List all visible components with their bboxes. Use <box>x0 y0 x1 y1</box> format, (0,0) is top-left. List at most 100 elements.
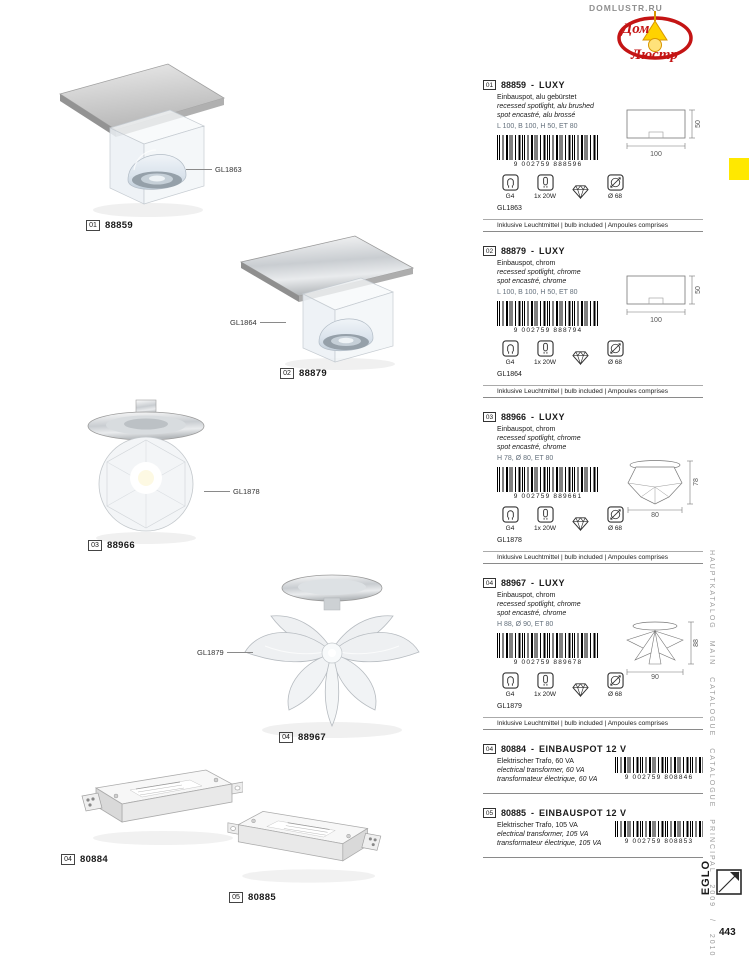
wattage-spec: 1x 20W <box>532 672 558 698</box>
photo-tag-index: 02 <box>280 368 294 379</box>
drawing-height-label: 50 <box>695 120 702 128</box>
product-sku: 88859 <box>501 80 527 90</box>
crystal-spec <box>567 349 593 366</box>
cutout-label: Ø 68 <box>607 525 623 532</box>
desc-fr: spot encastré, chrome <box>497 610 567 617</box>
socket-icon <box>502 506 519 523</box>
drawing-width-label: 100 <box>650 317 662 324</box>
bulb-icon <box>537 174 554 191</box>
photo-transformer-80885 <box>227 810 382 883</box>
product-header: 05 80885 - EINBAUSPOT 12 V <box>483 808 703 818</box>
cutout-icon <box>607 174 624 191</box>
cutout-label: Ø 68 <box>607 691 623 698</box>
barcode-bars <box>497 135 599 160</box>
cutout-icon <box>607 340 624 357</box>
separator: - <box>531 246 535 256</box>
socket-label: G4 <box>505 525 515 532</box>
photo-transformer-80884 <box>81 769 243 845</box>
product-section-80885: 05 80885 - EINBAUSPOT 12 V Elektrischer … <box>483 808 703 858</box>
cutout-spec: Ø 68 <box>602 174 628 200</box>
wattage-label: 1x 20W <box>533 359 557 366</box>
socket-label: G4 <box>505 691 515 698</box>
callout-line <box>186 169 212 170</box>
wattage-label: 1x 20W <box>533 691 557 698</box>
glass-code: GL1863 <box>497 205 522 212</box>
separator: - <box>531 808 535 818</box>
photo-tag: 05 80885 <box>229 892 276 903</box>
cutout-label: Ø 68 <box>607 193 623 200</box>
product-section-88967: 04 88967 - LUXY Einbauspot, chrom recess… <box>483 578 703 730</box>
product-sku: 80884 <box>501 744 527 754</box>
barcode: 9 002759 889678 <box>497 633 599 666</box>
desc-en: recessed spotlight, chrome <box>497 435 581 442</box>
callout-line <box>226 652 253 653</box>
logo-word-top: Дом <box>620 21 649 37</box>
product-header: 01 88859 - LUXY <box>483 80 703 90</box>
barcode: 9 002759 808853 <box>615 821 703 845</box>
socket-label: G4 <box>505 193 515 200</box>
product-sku: 80885 <box>501 808 527 818</box>
cutout-spec: Ø 68 <box>602 672 628 698</box>
glass-callout: GL1863 <box>186 165 242 174</box>
glass-callout: GL1879 <box>197 648 253 657</box>
socket-spec: G4 <box>497 506 523 532</box>
photo-tag-index: 03 <box>88 540 102 551</box>
desc-de: Einbauspot, chrom <box>497 260 556 267</box>
product-section-88859: 01 88859 - LUXY Einbauspot, alu gebürste… <box>483 80 703 232</box>
bulb-included-note: Inklusive Leuchtmittel | bulb included |… <box>483 551 703 564</box>
product-name: LUXY <box>539 246 566 256</box>
glass-code: GL1864 <box>497 371 522 378</box>
desc-de: Elektrischer Trafo, 105 VA <box>497 822 578 829</box>
separator: - <box>531 412 535 422</box>
desc-en: recessed spotlight, chrome <box>497 601 581 608</box>
wattage-label: 1x 20W <box>533 193 557 200</box>
product-header: 03 88966 - LUXY <box>483 412 703 422</box>
callout-label: GL1878 <box>233 487 260 496</box>
socket-icon <box>502 340 519 357</box>
product-index: 04 <box>483 578 496 588</box>
photo-tag: 04 88967 <box>279 732 326 743</box>
desc-de: Einbauspot, alu gebürstet <box>497 94 577 101</box>
photo-tag-index: 01 <box>86 220 100 231</box>
product-header: 04 88967 - LUXY <box>483 578 703 588</box>
product-sku: 88966 <box>501 412 527 422</box>
product-section-80884: 04 80884 - EINBAUSPOT 12 V Elektrischer … <box>483 744 703 794</box>
bulb-included-note: Inklusive Leuchtmittel | bulb included |… <box>483 717 703 730</box>
socket-label: G4 <box>505 359 515 366</box>
desc-en: electrical transformer, 60 VA <box>497 767 585 774</box>
barcode-number: 9 002759 808853 <box>624 838 694 845</box>
crystal-spec <box>567 515 593 532</box>
product-index: 02 <box>483 246 496 256</box>
product-index: 05 <box>483 808 496 818</box>
barcode-number: 9 002759 888596 <box>513 161 583 168</box>
socket-spec: G4 <box>497 174 523 200</box>
socket-icon <box>502 174 519 191</box>
photo-tag-index: 04 <box>279 732 293 743</box>
product-section-88966: 03 88966 - LUXY Einbauspot, chrom recess… <box>483 412 703 564</box>
callout-line <box>204 491 230 492</box>
wattage-spec: 1x 20W <box>532 174 558 200</box>
dom-lustr-logo: Дом Люстр <box>617 11 693 63</box>
drawing-width-label: 90 <box>651 674 659 680</box>
drawing-height-label: 88 <box>693 639 700 647</box>
barcode-bars <box>615 821 703 837</box>
drawing-width-label: 80 <box>651 512 659 518</box>
callout-label: GL1864 <box>230 318 257 327</box>
desc-fr: spot encastré, chrome <box>497 444 567 451</box>
barcode: 9 002759 889661 <box>497 467 599 500</box>
eglo-brand: EGLO <box>700 860 742 895</box>
barcode-number: 9 002759 808846 <box>624 774 694 781</box>
photo-spotlight-88967 <box>244 574 420 738</box>
socket-icon <box>502 672 519 689</box>
product-body: Einbauspot, chrom recessed spotlight, ch… <box>483 259 703 378</box>
socket-spec: G4 <box>497 340 523 366</box>
catalog-edition-text: HAUPTKATALOG MAIN CATALOGUE CATALOGUE PR… <box>708 550 715 957</box>
dimension-drawing: 80 78 <box>627 460 700 518</box>
desc-fr: transformateur électrique, 60 VA <box>497 776 598 783</box>
product-name: LUXY <box>539 412 566 422</box>
barcode: 9 002759 888596 <box>497 135 599 168</box>
barcode-bars <box>497 467 599 492</box>
drawing-height-label: 50 <box>695 286 702 294</box>
barcode-bars <box>497 633 599 658</box>
barcode: 9 002759 888794 <box>497 301 599 334</box>
